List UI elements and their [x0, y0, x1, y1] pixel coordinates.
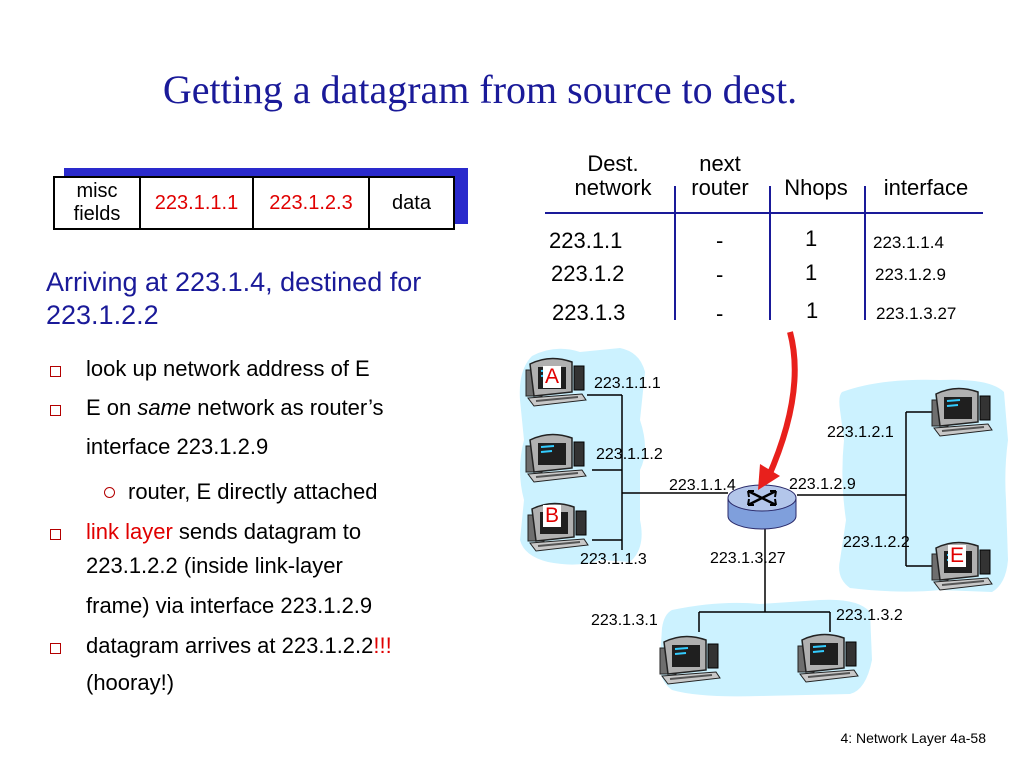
table-cell-interface: 223.1.3.27 — [876, 304, 957, 323]
slide-footer: 4: Network Layer 4a-58 — [840, 730, 986, 746]
table-cell-next: - — [716, 262, 724, 287]
datagram-data: data — [392, 191, 431, 214]
table-cell-next: - — [716, 228, 724, 253]
datagram-box: misc fields 223.1.1.1 223.1.2.3 data — [53, 176, 455, 230]
lookup-arrowhead — [758, 464, 780, 490]
header-nhops: Nhops — [784, 175, 848, 200]
addr-223-1-3-1: 223.1.3.1 — [591, 612, 658, 629]
bullet-icon — [50, 405, 61, 416]
bullet-same-network: E on same network as router’s — [86, 395, 384, 420]
sub-bullet-icon — [104, 487, 115, 498]
router-icon — [727, 484, 797, 530]
scenario-heading: Arriving at 223.1.4, destined for 223.1.… — [46, 267, 422, 330]
table-cell-nhops: 1 — [805, 226, 818, 251]
lookup-arrow — [765, 331, 798, 480]
addr-223-1-3-2: 223.1.3.2 — [836, 607, 903, 624]
table-cell-nhops: 1 — [805, 260, 818, 285]
bullet-link-layer: link layer sends datagram to — [86, 519, 362, 544]
header-dest-network: Dest.network — [574, 151, 652, 200]
bullet-icon — [50, 529, 61, 540]
host-e-label: E — [948, 544, 967, 567]
bullet-icon — [50, 643, 61, 654]
page-title: Getting a datagram from source to dest. — [162, 67, 798, 112]
table-column-divider — [674, 186, 676, 320]
datagram-misc-fields: misc fields — [55, 178, 141, 228]
table-cell-network: 223.1.2 — [551, 261, 625, 286]
addr-223-1-3-27: 223.1.3.27 — [710, 550, 786, 567]
addr-223-1-2-1: 223.1.2.1 — [827, 424, 894, 441]
addr-223-1-1-1: 223.1.1.1 — [594, 375, 661, 392]
bullet-link-layer-line3: frame) via interface 223.1.2.9 — [86, 593, 373, 618]
host-computer-icon — [525, 433, 587, 483]
datagram-source-ip: 223.1.1.1 — [141, 178, 254, 228]
addr-223-1-1-4: 223.1.1.4 — [669, 477, 736, 494]
table-cell-interface: 223.1.1.4 — [873, 233, 944, 252]
bullet-link-layer-line2: 223.1.2.2 (inside link-layer — [86, 553, 343, 578]
addr-223-1-2-2: 223.1.2.2 — [843, 534, 910, 551]
host-a-label: A — [543, 365, 562, 388]
table-cell-network: 223.1.3 — [552, 300, 626, 325]
datagram-dest-ip: 223.1.2.3 — [254, 178, 370, 228]
host-computer-icon — [797, 633, 859, 683]
table-column-divider — [864, 186, 866, 320]
table-column-divider — [769, 186, 771, 320]
table-cell-interface: 223.1.2.9 — [875, 265, 946, 284]
bullet-arrives: datagram arrives at 223.1.2.2!!! — [86, 633, 392, 658]
host-b-label: B — [543, 504, 562, 527]
host-computer-icon — [931, 387, 993, 437]
bullet-arrives-line2: (hooray!) — [86, 670, 175, 695]
table-header-underline — [545, 212, 983, 214]
header-interface: interface — [883, 175, 969, 200]
addr-223-1-2-9: 223.1.2.9 — [789, 476, 856, 493]
sub-bullet-directly-attached: router, E directly attached — [128, 479, 378, 504]
table-cell-next: - — [716, 301, 724, 326]
host-computer-icon — [659, 635, 721, 685]
bullet-icon — [50, 366, 61, 377]
bullet-same-network-line2: interface 223.1.2.9 — [86, 434, 269, 459]
bullet-lookup: look up network address of E — [86, 356, 370, 381]
addr-223-1-1-3: 223.1.1.3 — [580, 551, 647, 568]
table-cell-nhops: 1 — [806, 298, 819, 323]
table-cell-network: 223.1.1 — [549, 228, 623, 253]
addr-223-1-1-2: 223.1.1.2 — [596, 446, 663, 463]
